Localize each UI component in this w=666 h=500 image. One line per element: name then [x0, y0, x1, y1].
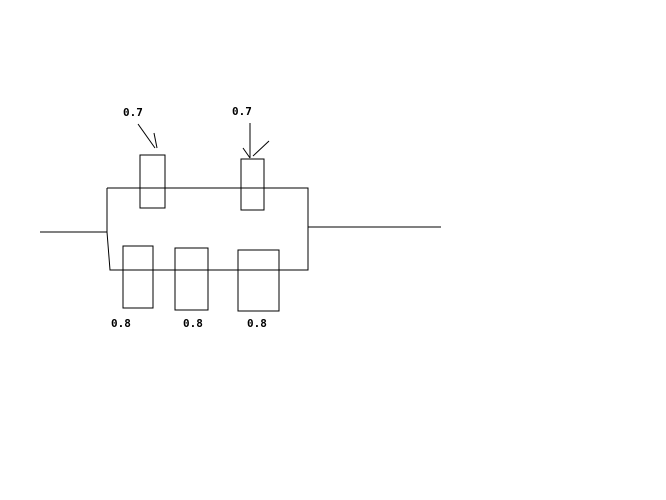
- top-component-2: [240, 158, 265, 211]
- main-enclosure: [106, 187, 309, 271]
- bottom-component-3: [237, 249, 280, 312]
- top-component-1-label: 0.7: [123, 106, 143, 119]
- top-component-1: [139, 154, 166, 209]
- bottom-component-1: [122, 245, 154, 309]
- top-component-2-label: 0.7: [232, 105, 252, 118]
- bottom-component-1-label: 0.8: [111, 317, 131, 330]
- bottom-component-2-label: 0.8: [183, 317, 203, 330]
- arrow-2-tick: [252, 140, 270, 157]
- bottom-component-3-label: 0.8: [247, 317, 267, 330]
- arrow-1-line-b: [153, 132, 158, 149]
- arrow-2-head-left: [242, 147, 251, 159]
- arrow-1-line-a: [137, 123, 156, 149]
- bottom-component-2: [174, 247, 209, 311]
